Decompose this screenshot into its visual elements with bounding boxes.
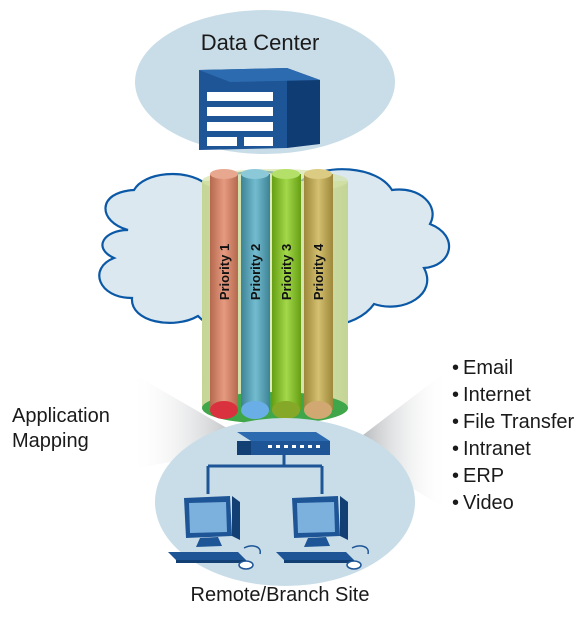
- tunnel-priority-2: [241, 169, 270, 419]
- branch-site-label: Remote/Branch Site: [190, 584, 370, 606]
- priority-3-label: Priority 3: [279, 244, 294, 300]
- building-icon: [199, 68, 320, 150]
- application-mapping-label: Application Mapping: [12, 404, 110, 454]
- application-item: Video: [452, 490, 574, 517]
- application-item: Internet: [452, 382, 574, 409]
- lan-links: [206, 455, 324, 494]
- tunnel-priority-4: [304, 169, 333, 419]
- right-fan: [346, 370, 448, 510]
- data-center-label: Data Center: [200, 30, 320, 55]
- priority-4-label: Priority 4: [311, 243, 326, 300]
- tunnel-priority-3: [272, 169, 301, 419]
- application-item: ERP: [452, 463, 574, 490]
- application-item: File Transfer: [452, 409, 574, 436]
- application-mapping-line-2: Mapping: [12, 430, 89, 452]
- application-item: Email: [452, 355, 574, 382]
- computer-icon-2: [276, 496, 369, 570]
- computer-icon-1: [168, 496, 261, 570]
- application-item: Intranet: [452, 436, 574, 463]
- application-mapping-line-1: Application: [12, 405, 110, 427]
- tunnel-priority-1: [210, 169, 238, 419]
- application-list: Email Internet File Transfer Intranet ER…: [452, 355, 574, 517]
- router-icon: [237, 432, 330, 455]
- priority-2-label: Priority 2: [248, 244, 263, 300]
- priority-1-label: Priority 1: [217, 244, 232, 300]
